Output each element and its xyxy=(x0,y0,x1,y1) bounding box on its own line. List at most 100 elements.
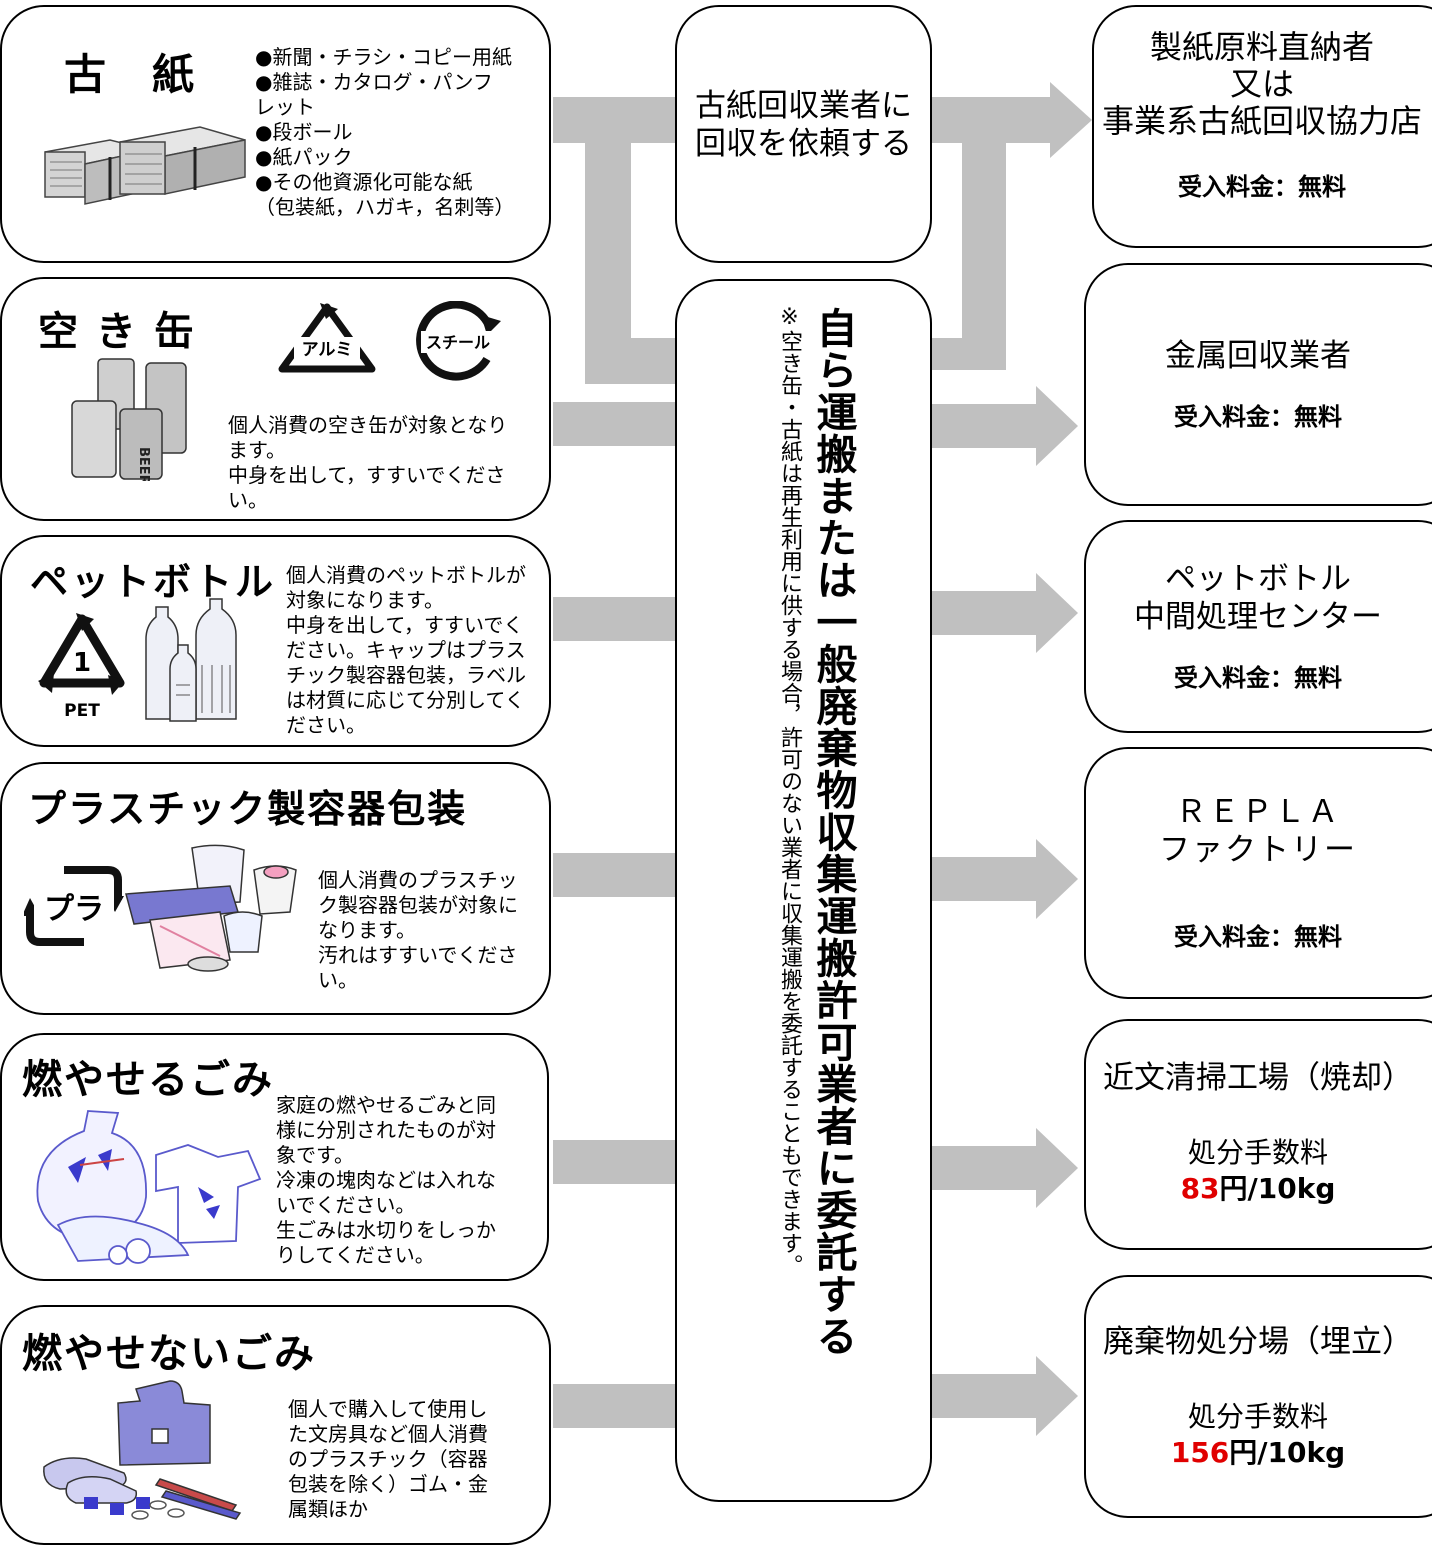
destination-repla-fee: 受入料金：無料 xyxy=(1174,923,1342,951)
arrow-burnable-in xyxy=(553,1140,675,1184)
self-transport-box: 自ら運搬または一般廃棄物収集運搬許可業者に委託する ※空き缶・古紙は再生利用に供… xyxy=(675,279,932,1502)
arrow-pet-shaft xyxy=(932,591,1036,635)
category-cans-description: 個人消費の空き缶が対象となり ます。 中身を出して，すすいでくださ い。 xyxy=(228,413,507,513)
arrow-landfill-shaft xyxy=(932,1374,1036,1418)
pet-recycle-mark-icon: 1 PET xyxy=(38,613,125,721)
desc-line: い。 xyxy=(228,488,268,512)
desc-line: いでください。 xyxy=(276,1193,416,1217)
destination-paper: 製紙原料直納者 又は 事業系古紙回収協力店 受入料金：無料 xyxy=(1092,5,1432,248)
desc-line: 冷凍の塊肉などは入れな xyxy=(276,1168,496,1192)
destination-name-line: ファクトリー xyxy=(1159,832,1357,868)
arrow-landfill-head xyxy=(1036,1356,1078,1436)
desc-line: 属類ほか xyxy=(288,1497,368,1521)
destination-pet: ペットボトル 中間処理センター 受入料金：無料 xyxy=(1084,520,1432,733)
pet-bottles-illustration-icon xyxy=(145,598,237,722)
desc-line: い。 xyxy=(318,968,358,992)
destination-landfill-name: 廃棄物処分場（埋立） xyxy=(1103,1324,1413,1360)
arrow-repla-head xyxy=(1036,839,1078,919)
arrow-metal-shaft xyxy=(932,404,1036,448)
desc-line: りしてください。 xyxy=(276,1243,435,1267)
category-cans-title: 空 き 缶 xyxy=(38,309,196,355)
fee-unit: 円/10kg xyxy=(1219,1172,1336,1205)
category-burnable: 燃やせるごみ 家庭の燃やせるごみと同 様に分別されたものが対 象です。 冷凍の塊… xyxy=(0,1033,549,1281)
category-nonburnable-description: 個人で購入して使用し た文房具など個人消費 のプラスチック（容器 包装を除く）ゴ… xyxy=(288,1397,488,1522)
destination-landfill-fee: 処分手数料 156円/10kg xyxy=(1086,1399,1430,1471)
desc-line: 個人消費のペットボトルが xyxy=(286,563,526,587)
category-pet-title: ペットボトル xyxy=(30,560,277,604)
category-nonburnable: 燃やせないごみ 個人で購入して使用し た文房具など個人消費 のプラスチック（容器… xyxy=(0,1305,551,1545)
newspaper-bundle-icon xyxy=(44,126,246,205)
desc-line: 個人消費の空き缶が対象となり xyxy=(228,413,508,437)
nonburnable-items-illustration-icon xyxy=(43,1380,242,1520)
desc-line: レット xyxy=(255,95,315,119)
desc-line: 対象になります。 xyxy=(286,588,444,612)
arrow-pet-head xyxy=(1036,573,1078,653)
pet-mark-number: 1 xyxy=(73,648,91,678)
destination-name-line: ＲＥＰＬＡ xyxy=(1175,794,1341,830)
destination-name-line: 中間処理センター xyxy=(1134,599,1382,635)
desc-line: ク製容器包装が対象に xyxy=(318,893,518,917)
plastic-mark-label: プラ xyxy=(44,892,104,927)
destination-pet-fee: 受入料金：無料 xyxy=(1174,664,1342,692)
destination-repla-name: ＲＥＰＬＡ ファクトリー xyxy=(1086,793,1430,869)
destination-incinerator-fee: 処分手数料 83円/10kg xyxy=(1086,1135,1430,1207)
destination-metal-fee: 受入料金：無料 xyxy=(1174,403,1342,431)
destination-name-line: 製紙原料直納者 xyxy=(1149,28,1374,66)
svg-text:BEER: BEER xyxy=(136,447,151,481)
desc-line: 個人消費のプラスチッ xyxy=(318,868,518,892)
paper-collector-line: 古紙回収業者に xyxy=(695,88,912,124)
fee-unit: 円/10kg xyxy=(1229,1436,1346,1469)
destination-landfill: 廃棄物処分場（埋立） 処分手数料 156円/10kg xyxy=(1084,1275,1432,1518)
self-transport-text: 自ら運搬または一般廃棄物収集運搬許可業者に委託する xyxy=(809,307,857,1357)
desc-line: は材質に応じて分別してく xyxy=(286,688,525,712)
desc-line: 個人で購入して使用し xyxy=(288,1397,488,1421)
arrow-collector-head xyxy=(1050,82,1092,158)
category-plastic-description: 個人消費のプラスチッ ク製容器包装が対象に なります。 汚れはすすいでくださ い… xyxy=(318,868,518,993)
category-plastic: プラスチック製容器包装 プラ 個人消費のプラスチッ ク製容器包装が対象に なりま… xyxy=(0,762,551,1015)
category-nonburnable-title: 燃やせないごみ xyxy=(22,1331,316,1377)
desc-line: 生ごみは水切りをしっか xyxy=(276,1218,496,1242)
category-burnable-title: 燃やせるごみ xyxy=(22,1057,274,1103)
category-burnable-description: 家庭の燃やせるごみと同 様に分別されたものが対 象です。 冷凍の塊肉などは入れな… xyxy=(276,1093,496,1268)
desc-line: た文房具など個人消費 xyxy=(288,1422,488,1446)
destination-paper-fee: 受入料金：無料 xyxy=(1178,173,1346,201)
fee-amount: 156 xyxy=(1170,1436,1230,1469)
desc-line: 様に分別されたものが対 xyxy=(276,1118,496,1142)
arrow-repla-shaft xyxy=(932,857,1036,901)
arrow-branch-right-vertical xyxy=(962,97,1006,370)
burnable-trash-illustration-icon xyxy=(36,1110,262,1265)
steel-mark-label: スチール xyxy=(426,333,490,352)
desc-line: ●段ボール xyxy=(255,120,353,144)
fee-label: 処分手数料 xyxy=(1187,1136,1328,1169)
fee-label: 処分手数料 xyxy=(1187,1400,1328,1433)
arrow-pet-in xyxy=(553,597,675,641)
desc-line: ●その他資源化可能な紙 xyxy=(255,170,473,194)
desc-line: 象です。 xyxy=(276,1143,354,1167)
desc-line: ●新聞・チラシ・コピー用紙 xyxy=(255,45,513,69)
fee-amount: 83 xyxy=(1180,1172,1220,1205)
arrow-paper-branch-left xyxy=(585,97,631,384)
paper-collector-box: 古紙回収業者に 回収を依頼する xyxy=(675,5,932,263)
self-transport-note: ※空き缶・古紙は再生利用に供する場合，許可のない業者に収集運搬を委託することもで… xyxy=(777,305,802,1276)
destination-pet-name: ペットボトル 中間処理センター xyxy=(1086,560,1430,636)
category-pet: ペットボトル 1 PET 個人消費のペットボトルが 対象になります。 中身を出し… xyxy=(0,535,551,747)
paper-collector-text: 古紙回収業者に 回収を依頼する xyxy=(677,87,930,163)
arrow-incinerator-shaft xyxy=(932,1146,1036,1190)
category-paper-description: ●新聞・チラシ・コピー用紙 ●雑誌・カタログ・パンフ レット ●段ボール ●紙パ… xyxy=(255,45,514,220)
arrow-plastic-in xyxy=(553,853,675,897)
desc-line: 中身を出して，すすいでく xyxy=(286,613,524,637)
aluminum-mark-label: アルミ xyxy=(302,340,353,360)
aluminum-recycle-mark-icon: アルミ xyxy=(278,303,376,373)
desc-line: 中身を出して，すすいでくださ xyxy=(228,463,506,487)
destination-incinerator-name: 近文清掃工場（焼却） xyxy=(1103,1060,1413,1096)
arrow-cans-in xyxy=(553,402,675,446)
pet-mark-label: PET xyxy=(64,701,100,721)
destination-repla: ＲＥＰＬＡ ファクトリー 受入料金：無料 xyxy=(1084,747,1432,999)
arrow-metal-head xyxy=(1036,386,1078,466)
plastic-containers-illustration-icon xyxy=(125,844,297,972)
arrow-incinerator-head xyxy=(1036,1128,1078,1208)
destination-name-line: ペットボトル xyxy=(1165,561,1351,597)
category-plastic-title: プラスチック製容器包装 xyxy=(28,787,468,831)
category-paper: 古 紙 ●新聞・チラシ・コピー用紙 ●雑誌・カタログ・パンフ レット ●段ボール… xyxy=(0,5,551,263)
